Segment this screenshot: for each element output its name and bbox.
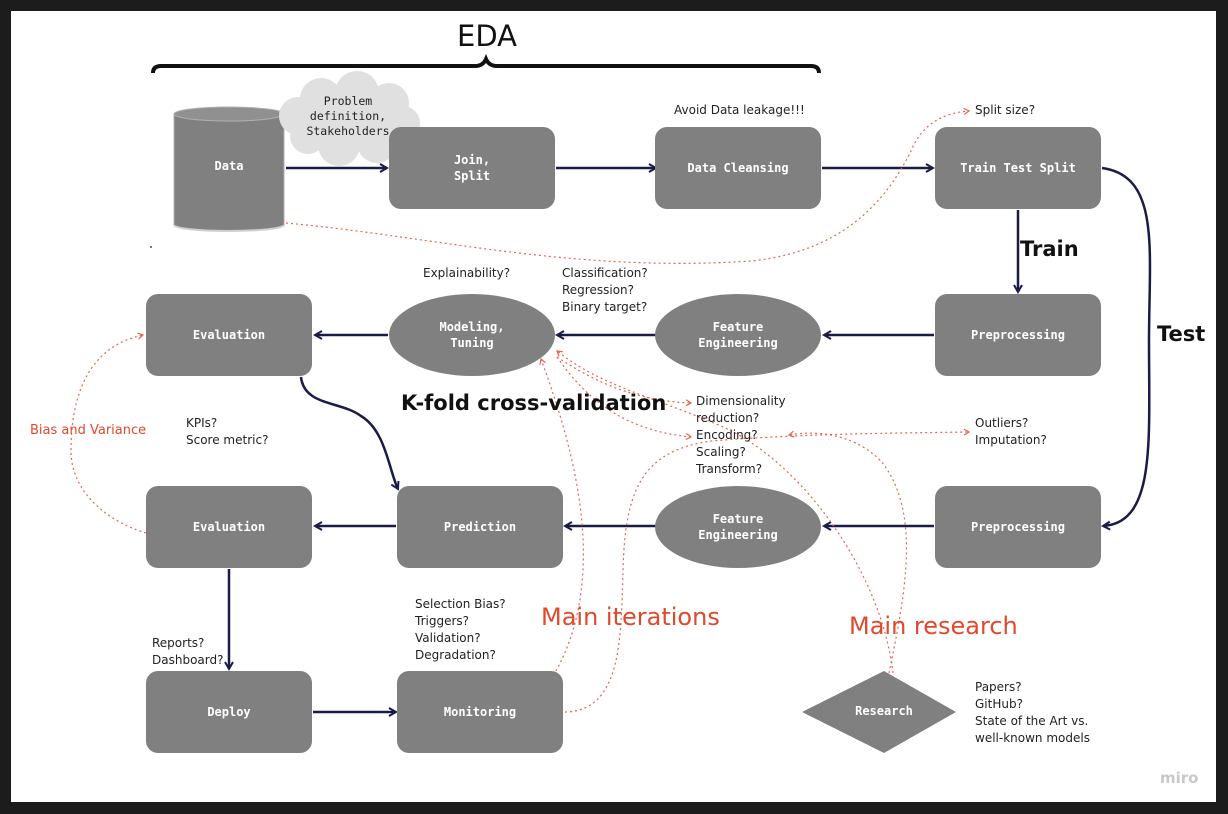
miro-watermark: miro (1160, 769, 1199, 787)
problem-cloud-shape[interactable] (279, 71, 420, 166)
prediction-node[interactable]: Prediction (397, 486, 563, 568)
main-iterations-label: Main iterations (541, 603, 720, 631)
miro-board: EDA Data Problem definition, Stakeholder… (11, 11, 1216, 802)
split-size-note: Split size? (975, 103, 1036, 117)
arrow-evaluation-to-prediction (299, 376, 398, 489)
data-cylinder[interactable] (173, 106, 285, 232)
kpis-note: KPIs? Score metric? (186, 416, 269, 447)
dotted-modeling-to-encoding (556, 356, 693, 441)
data-label: Data (214, 159, 244, 173)
flow-arrows (229, 166, 1152, 712)
main-research-label: Main research (849, 612, 1018, 640)
dimensionality-note: Dimensionality reduction? Encoding? Scal… (696, 394, 786, 476)
dotted-connectors (70, 107, 971, 713)
outliers-note: Outliers? Imputation? (975, 416, 1047, 447)
preprocessing-test-node[interactable]: Preprocessing (935, 486, 1101, 568)
test-label: Test (1157, 322, 1206, 346)
dotted-research-to-modeling (556, 350, 894, 674)
dotted-data-to-split-size (285, 107, 971, 264)
feature-engineering-train-node[interactable]: Feature Engineering (655, 294, 821, 376)
modeling-tuning-node[interactable]: Modeling, Tuning (389, 294, 555, 376)
avoid-leakage-note: Avoid Data leakage!!! (674, 103, 805, 117)
dotted-bias-variance (70, 332, 147, 534)
connectors-layer (70, 53, 1152, 753)
reports-note: Reports? Dashboard? (152, 636, 224, 667)
target-type-note: Classification? Regression? Binary targe… (562, 266, 648, 314)
deploy-node[interactable]: Deploy (146, 671, 312, 753)
data-cleansing-node[interactable]: Data Cleansing (655, 127, 821, 209)
eda-title: EDA (457, 19, 517, 53)
research-sources-note: Papers? GitHub? State of the Art vs. wel… (975, 680, 1090, 745)
research-diamond[interactable] (802, 671, 956, 753)
evaluation-test-node[interactable]: Evaluation (146, 486, 312, 568)
feature-engineering-test-node[interactable]: Feature Engineering (655, 486, 821, 568)
dotted-modeling-to-dimensionality (556, 356, 693, 407)
stray-dot (150, 246, 152, 248)
kfold-label: K-fold cross-validation (401, 391, 667, 415)
dotted-research-to-encoding (787, 430, 907, 674)
eda-brace (151, 53, 821, 74)
preprocessing-train-node[interactable]: Preprocessing (935, 294, 1101, 376)
explainability-note: Explainability? (423, 266, 511, 280)
arrow-split-to-test-preprocessing (1102, 166, 1152, 526)
research-label: Research (855, 704, 913, 718)
evaluation-train-node[interactable]: Evaluation (146, 294, 312, 376)
join-split-node[interactable]: Join, Split (389, 127, 555, 209)
monitoring-node[interactable]: Monitoring (397, 671, 563, 753)
bias-variance-label: Bias and Variance (30, 423, 147, 438)
dotted-monitoring-to-modeling (539, 357, 584, 672)
selection-bias-note: Selection Bias? Triggers? Validation? De… (415, 597, 506, 662)
train-test-split-node[interactable]: Train Test Split (935, 127, 1101, 209)
problem-definition-label: Problem definition, Stakeholders (306, 94, 390, 138)
train-label: Train (1020, 237, 1079, 261)
